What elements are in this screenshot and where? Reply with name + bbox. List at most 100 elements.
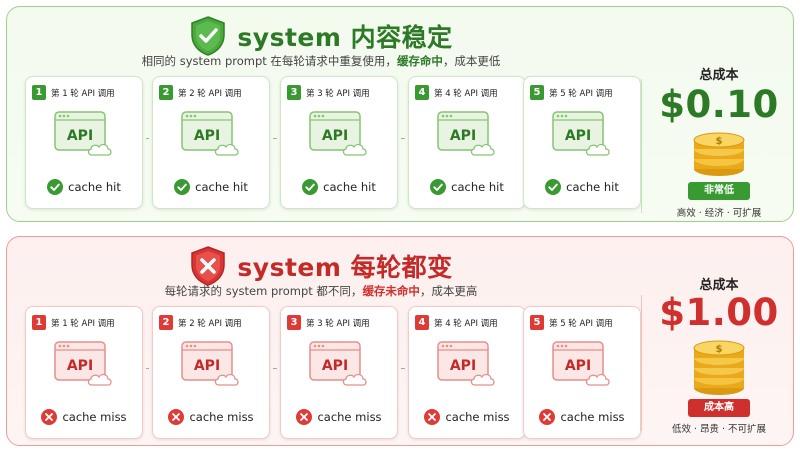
cache-hit-api-call-card: 5 第 5 轮 API 调用 API cache hit [523, 76, 641, 209]
cache-hit-divider [641, 79, 642, 213]
card-connector [401, 368, 405, 369]
card-header: 1 第 1 轮 API 调用 [32, 315, 138, 330]
cache-status: cache miss [524, 409, 640, 425]
card-connector [273, 138, 277, 139]
api-window-label: API [194, 128, 220, 144]
cache-hit-title: system 内容稳定 [237, 23, 453, 52]
api-call-label: 第 2 轮 API 调用 [178, 318, 242, 329]
api-window-icon: API [437, 341, 495, 386]
cache-miss-subtitle-highlight: 缓存未命中 [362, 284, 420, 298]
card-header: 3 第 3 轮 API 调用 [287, 315, 393, 330]
cache-status: cache hit [153, 179, 269, 195]
cache-miss-panel: system 每轮都变 每轮请求的 system prompt 都不同，缓存未命… [6, 236, 794, 446]
cache-hit-subtitle-before: 相同的 system prompt 在每轮请求中重复使用， [141, 54, 397, 68]
round-number-badge: 5 [530, 315, 544, 330]
cache-hit-cost-label: 总成本 [699, 68, 739, 83]
cache-status-text: cache miss [445, 410, 510, 424]
cache-hit-cost-badge: 非常低 [688, 182, 750, 200]
cache-miss-api-call-card: 1 第 1 轮 API 调用 API cache miss [25, 306, 143, 439]
api-window-icon: API [54, 111, 112, 156]
api-window-icon: API [437, 111, 495, 156]
cache-hit-api-call-card: 3 第 3 轮 API 调用 API cache hit [280, 76, 398, 209]
cache-status: cache miss [153, 409, 269, 425]
api-window-label: API [322, 128, 348, 144]
api-call-label: 第 3 轮 API 调用 [306, 88, 370, 99]
check-circle-icon [302, 179, 319, 195]
api-window-label: API [565, 128, 591, 144]
check-circle-icon [47, 179, 64, 195]
api-call-label: 第 5 轮 API 调用 [549, 88, 613, 99]
svg-text:$: $ [716, 136, 723, 147]
api-window-label: API [450, 128, 476, 144]
api-window-icon: API [181, 111, 239, 156]
cache-miss-cost-note: 低效 · 昂贵 · 不可扩展 [671, 424, 767, 435]
cache-hit-subtitle-after: ，成本更低 [442, 54, 501, 68]
cache-miss-api-call-card: 5 第 5 轮 API 调用 API cache miss [523, 306, 641, 439]
x-circle-icon [424, 409, 441, 425]
api-window-icon: API [309, 111, 367, 156]
cache-hit-subtitle: 相同的 system prompt 在每轮请求中重复使用，缓存命中，成本更低 [7, 53, 635, 69]
shield-check-icon [191, 16, 226, 56]
cache-status: cache miss [281, 409, 397, 425]
svg-text:$: $ [716, 344, 723, 355]
round-number-badge: 3 [287, 85, 301, 100]
api-window-icon: API [54, 341, 112, 386]
round-number-badge: 5 [530, 85, 544, 100]
card-connector [273, 368, 277, 369]
card-header: 3 第 3 轮 API 调用 [287, 85, 393, 100]
round-number-badge: 4 [415, 315, 429, 330]
card-header: 4 第 4 轮 API 调用 [415, 315, 521, 330]
cache-miss-cost-badge: 成本高 [688, 399, 750, 417]
api-window-icon: API [181, 341, 239, 386]
cache-miss-subtitle-before: 每轮请求的 system prompt 都不同， [164, 284, 363, 298]
api-window-label: API [322, 358, 348, 374]
coin-stack-icon: $ [693, 132, 745, 176]
x-circle-icon [41, 409, 58, 425]
cache-status-text: cache hit [68, 180, 121, 194]
round-number-badge: 1 [32, 315, 46, 330]
x-circle-icon [168, 409, 185, 425]
cache-hit-title-row: system 内容稳定 [7, 15, 635, 57]
cache-hit-subtitle-highlight: 缓存命中 [396, 54, 443, 68]
api-window-icon: API [309, 341, 367, 386]
cache-hit-cost-summary: 总成本 $0.10 $ 非常低 高效 · 经济 · 可扩展 [643, 7, 795, 223]
cache-status-text: cache miss [560, 410, 625, 424]
shield-x-icon [191, 246, 226, 286]
round-number-badge: 2 [159, 85, 173, 100]
api-call-label: 第 1 轮 API 调用 [51, 318, 115, 329]
x-circle-icon [539, 409, 556, 425]
cache-status-text: cache miss [189, 410, 254, 424]
cache-status-text: cache hit [323, 180, 376, 194]
cache-miss-cost-label: 总成本 [699, 278, 739, 293]
cache-status-text: cache hit [566, 180, 619, 194]
api-window-label: API [67, 358, 93, 374]
api-window-label: API [194, 358, 220, 374]
api-call-label: 第 4 轮 API 调用 [434, 88, 498, 99]
api-call-label: 第 3 轮 API 调用 [306, 318, 370, 329]
api-call-label: 第 5 轮 API 调用 [549, 318, 613, 329]
card-connector [401, 138, 405, 139]
cache-hit-total-price: $0.10 [659, 83, 779, 126]
cache-status: cache miss [26, 409, 142, 425]
cache-miss-divider [641, 295, 642, 431]
cache-status: cache miss [409, 409, 525, 425]
cache-miss-title-row: system 每轮都变 [7, 245, 635, 287]
cache-status: cache hit [524, 179, 640, 195]
cache-status: cache hit [26, 179, 142, 195]
round-number-badge: 3 [287, 315, 301, 330]
cache-miss-total-price: $1.00 [659, 291, 779, 334]
api-call-label: 第 4 轮 API 调用 [434, 318, 498, 329]
api-call-label: 第 1 轮 API 调用 [51, 88, 115, 99]
x-circle-icon [296, 409, 313, 425]
cache-status: cache hit [409, 179, 525, 195]
cache-miss-title: system 每轮都变 [237, 253, 453, 282]
cache-miss-cost-summary: 总成本 $1.00 $ 成本高 低效 · 昂贵 · 不可扩展 [643, 237, 795, 447]
api-window-icon: API [552, 341, 610, 386]
